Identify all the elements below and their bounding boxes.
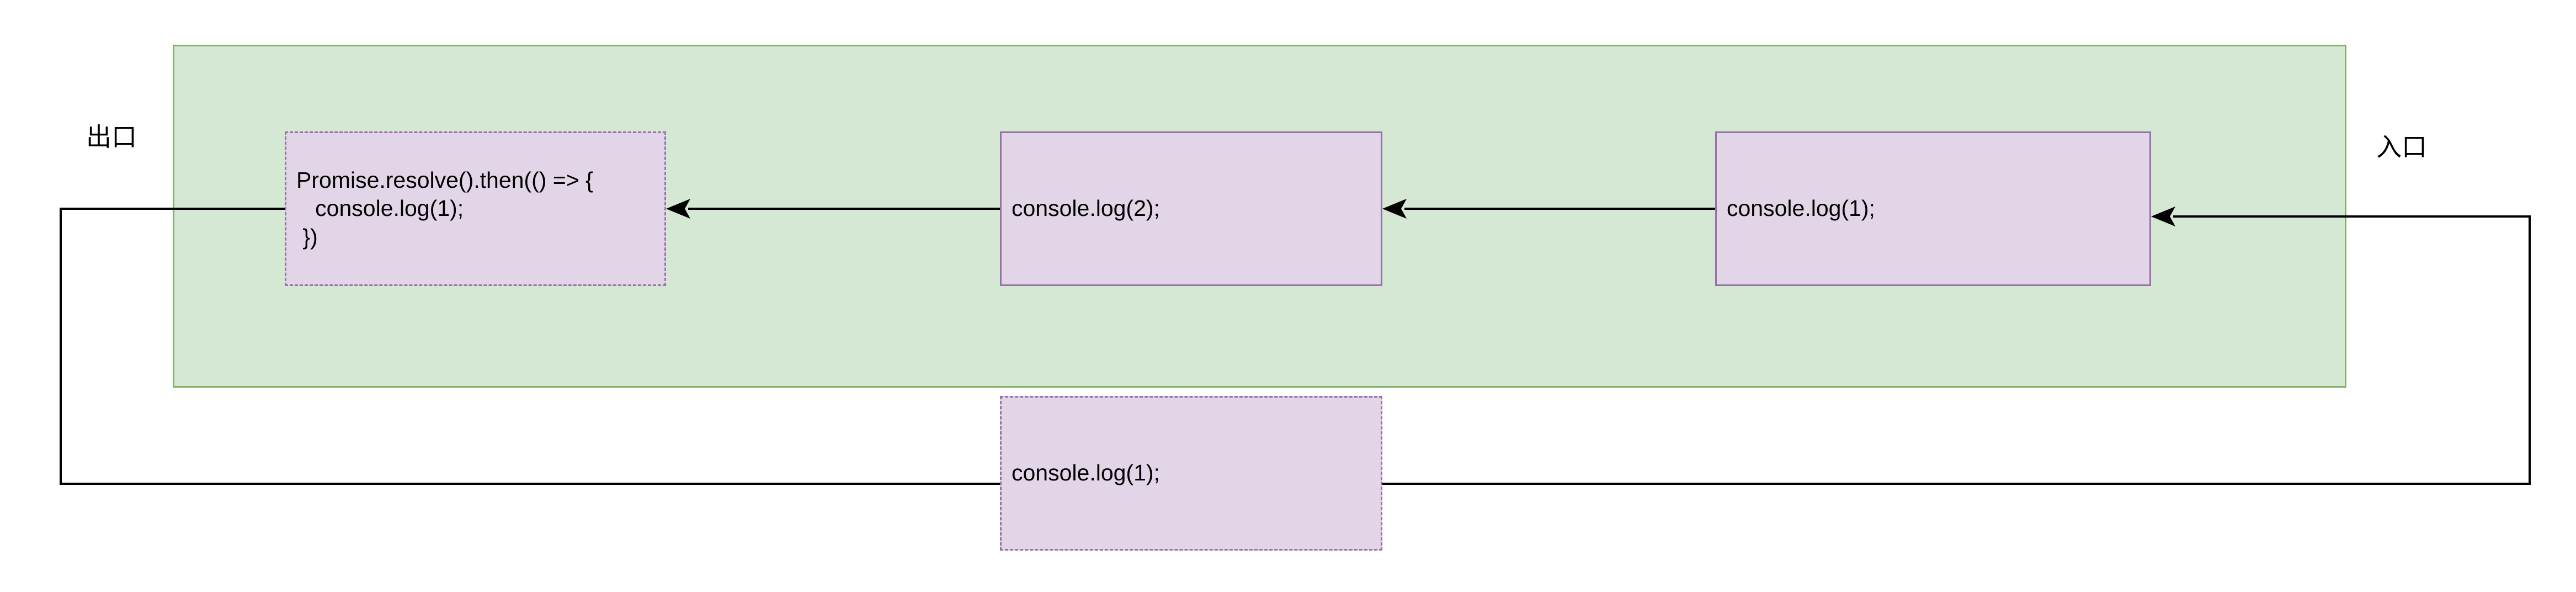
entry-label: 入口 xyxy=(2376,133,2427,161)
log-1-top-node: console.log(1); xyxy=(1715,131,2151,286)
log-1-bottom-node: console.log(1); xyxy=(1000,396,1382,551)
promise-then-node: Promise.resolve().then(() => { console.l… xyxy=(285,131,666,286)
log-2-node: console.log(2); xyxy=(1000,131,1382,286)
exit-label: 出口 xyxy=(86,123,137,151)
